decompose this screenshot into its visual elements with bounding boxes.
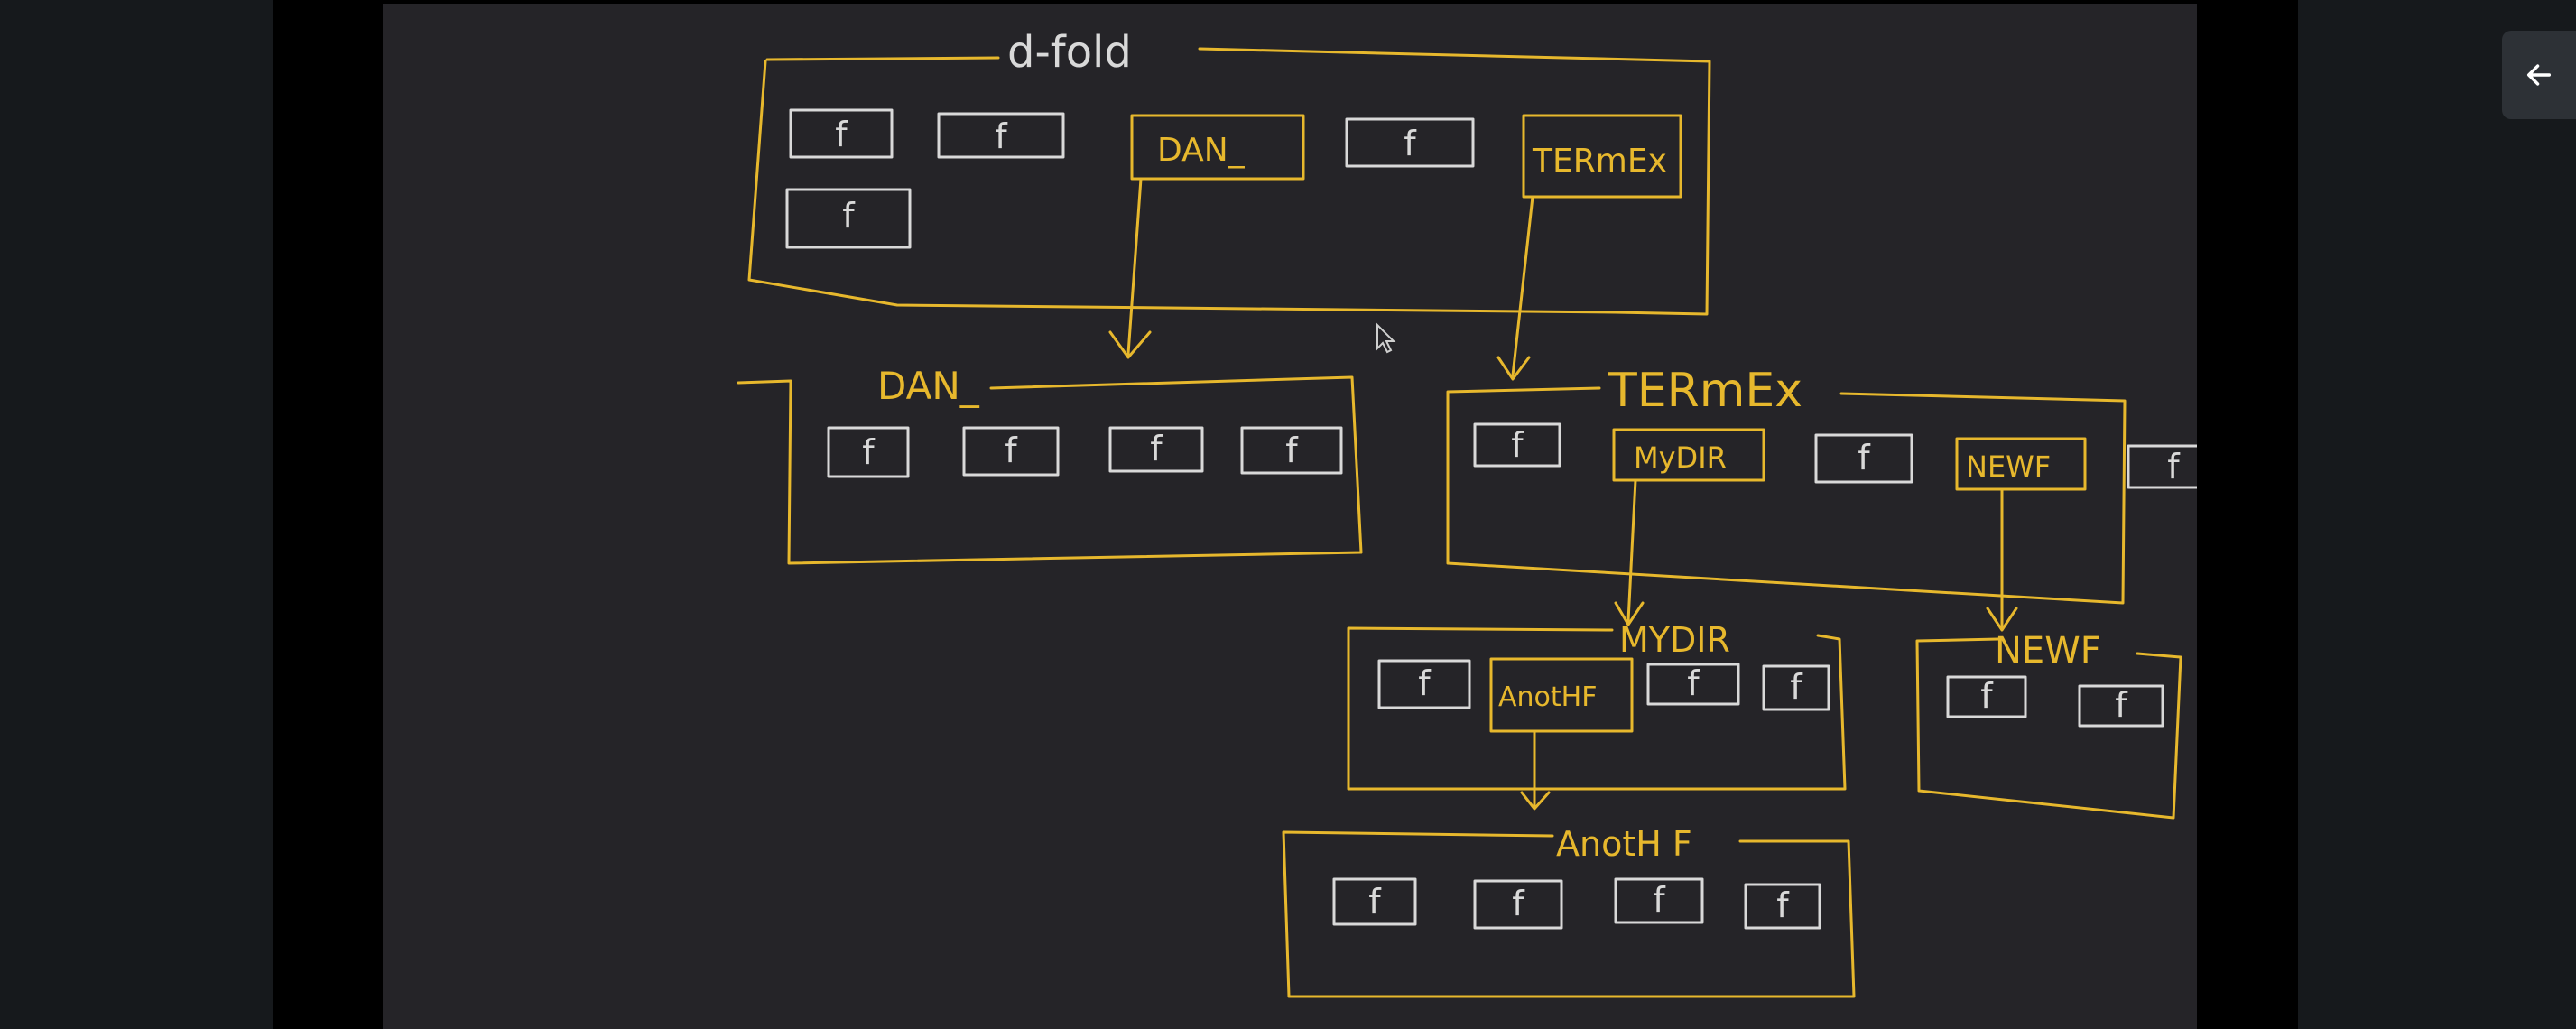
- file-glyph: f: [862, 432, 876, 472]
- root-folder-box: [747, 47, 1711, 316]
- arrow-mydir-to-anothf: [1520, 729, 1551, 811]
- arrow-left-icon: [2526, 64, 2552, 86]
- arrow-termex-to-newf: [1986, 487, 2018, 632]
- dan-file-box: [1108, 426, 1204, 473]
- anothf-file-box: [1332, 877, 1417, 926]
- dan-folder-box: [737, 375, 1363, 565]
- root-folder-title: d-fold: [1007, 27, 1132, 78]
- root-dir-label-dan: DAN_: [1157, 132, 1246, 169]
- file-glyph: f: [1776, 885, 1790, 925]
- mydir-dir-label-anothf: AnotHF: [1498, 681, 1597, 713]
- termex-file-box: [1814, 433, 1913, 484]
- root-file-box: [1345, 117, 1475, 168]
- mydir-file-box: [1377, 659, 1471, 709]
- mydir-folder-title: MYDIR: [1619, 620, 1730, 660]
- mydir-folder-box: [1347, 626, 1847, 791]
- file-glyph: f: [995, 116, 1008, 156]
- file-glyph: f: [842, 196, 856, 236]
- whiteboard: d-fold DAN_ TERmEx DAN_ TERmEx: [383, 4, 2197, 1029]
- dan-folder-title: DAN_: [877, 364, 980, 408]
- file-glyph: f: [1511, 425, 1524, 465]
- file-glyph: f: [1687, 663, 1700, 703]
- file-glyph: f: [1005, 431, 1018, 470]
- newf-file-box: [1946, 675, 2027, 718]
- termex-folder-box: [1446, 386, 2127, 605]
- termex-dir-box-newf: [1955, 437, 2087, 491]
- root-dir-label-termex: TERmEx: [1532, 143, 1667, 180]
- file-glyph: f: [1404, 124, 1417, 163]
- anothf-file-box: [1744, 883, 1821, 930]
- file-glyph: f: [1980, 676, 1994, 716]
- termex-file-box: [1473, 422, 1561, 468]
- arrow-termex-to-mydir: [1614, 478, 1645, 626]
- root-dir-box-termex: [1522, 114, 1682, 199]
- termex-dir-label-mydir: MyDIR: [1634, 440, 1727, 475]
- file-glyph: f: [2115, 685, 2128, 725]
- dan-file-box: [962, 426, 1060, 477]
- file-glyph: f: [1285, 431, 1299, 470]
- anothf-folder-box: [1282, 830, 1856, 998]
- dan-file-box: [827, 426, 910, 478]
- file-glyph: f: [1418, 663, 1432, 703]
- file-glyph: f: [2167, 447, 2181, 487]
- file-glyph: f: [1790, 667, 1803, 707]
- anothf-folder-title: AnotH F: [1556, 824, 1692, 864]
- root-file-box: [937, 112, 1065, 159]
- file-glyph: f: [835, 115, 848, 154]
- back-button[interactable]: [2502, 31, 2576, 119]
- folder-tree-diagram: d-fold DAN_ TERmEx DAN_ TERmEx: [737, 27, 2197, 998]
- video-frame: d-fold DAN_ TERmEx DAN_ TERmEx: [273, 0, 2298, 1029]
- file-glyph: f: [1653, 880, 1666, 920]
- root-file-box: [789, 108, 894, 159]
- termex-dir-box-mydir: [1612, 428, 1765, 482]
- termex-file-box: [2127, 444, 2197, 489]
- arrow-root-to-termex: [1496, 195, 1534, 381]
- newf-file-box: [2078, 684, 2164, 728]
- termex-folder-title: TERmEx: [1608, 364, 1802, 418]
- file-glyph: f: [1858, 438, 1871, 477]
- mydir-file-box: [1762, 664, 1830, 711]
- file-glyph: f: [1150, 429, 1163, 468]
- file-glyph: f: [1512, 884, 1525, 923]
- arrow-root-to-dan: [1108, 177, 1152, 359]
- mydir-file-box: [1646, 663, 1740, 706]
- mydir-dir-box-anothf: [1489, 657, 1634, 733]
- anothf-file-box: [1473, 879, 1563, 930]
- root-file-box: [785, 188, 912, 249]
- newf-folder-box: [1915, 637, 2182, 820]
- newf-folder-title: NEWF: [1995, 630, 2101, 672]
- termex-dir-label-newf: NEWF: [1966, 450, 2051, 484]
- dan-file-box: [1240, 426, 1343, 475]
- anothf-file-box: [1614, 877, 1704, 924]
- file-glyph: f: [1368, 882, 1382, 922]
- root-dir-box-dan: [1130, 114, 1305, 181]
- mouse-pointer-icon: [1376, 322, 1396, 354]
